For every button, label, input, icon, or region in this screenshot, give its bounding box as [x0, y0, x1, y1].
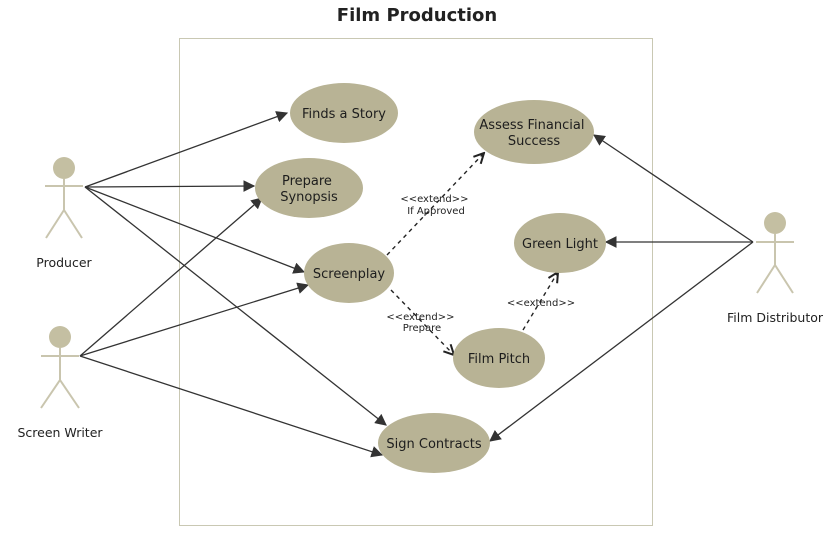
usecase-film-pitch[interactable]: [453, 328, 545, 388]
actor-producer-icon[interactable]: [45, 157, 83, 239]
extend-film-pitch-green-light: [522, 272, 558, 331]
usecase-prepare-synopsis[interactable]: [255, 158, 363, 218]
usecase-label-prepare-synopsis: Prepare Synopsis: [280, 174, 338, 205]
assoc-producer-finds-story: [84, 111, 289, 188]
usecase-assess-financial[interactable]: [474, 100, 594, 164]
actor-screen-writer-icon[interactable]: [40, 326, 80, 409]
usecase-sign-contracts[interactable]: [378, 413, 490, 473]
usecase-label-green-light: Green Light: [522, 237, 598, 252]
assoc-distributor-assess-financial: [593, 134, 754, 243]
usecase-screenplay[interactable]: [304, 243, 394, 303]
assoc-producer-sign-contracts: [84, 186, 387, 426]
actor-film-distributor-icon[interactable]: [756, 212, 794, 294]
extend-label-if-approved: <<extend>> If Approved: [400, 194, 471, 217]
assoc-distributor-sign-contracts: [489, 241, 754, 442]
usecase-finds-story[interactable]: [290, 83, 398, 143]
extend-screenplay-film-pitch: [390, 289, 454, 355]
actor-film-distributor-label: Film Distributor: [727, 310, 824, 325]
extend-label-green-light: <<extend>>: [507, 298, 575, 309]
diagram-title: Film Production: [336, 5, 498, 26]
assoc-producer-screenplay: [84, 186, 306, 274]
usecase-label-finds-story: Finds a Story: [302, 107, 386, 122]
assoc-producer-prepare-synopsis: [84, 180, 256, 192]
actor-producer-label: Producer: [36, 255, 92, 270]
usecase-label-screenplay: Screenplay: [313, 267, 386, 282]
usecase-label-assess-financial: Assess Financial Success: [479, 118, 588, 149]
usecase-label-film-pitch: Film Pitch: [468, 352, 530, 367]
assoc-writer-prepare-synopsis: [79, 197, 263, 357]
usecase-green-light[interactable]: [514, 213, 606, 273]
actor-screen-writer-label: Screen Writer: [17, 425, 103, 440]
usecase-label-sign-contracts: Sign Contracts: [386, 437, 481, 452]
assoc-writer-screenplay: [79, 282, 310, 357]
extend-label-prepare: <<extend>> Prepare: [386, 312, 457, 334]
assoc-writer-sign-contracts: [79, 355, 384, 458]
